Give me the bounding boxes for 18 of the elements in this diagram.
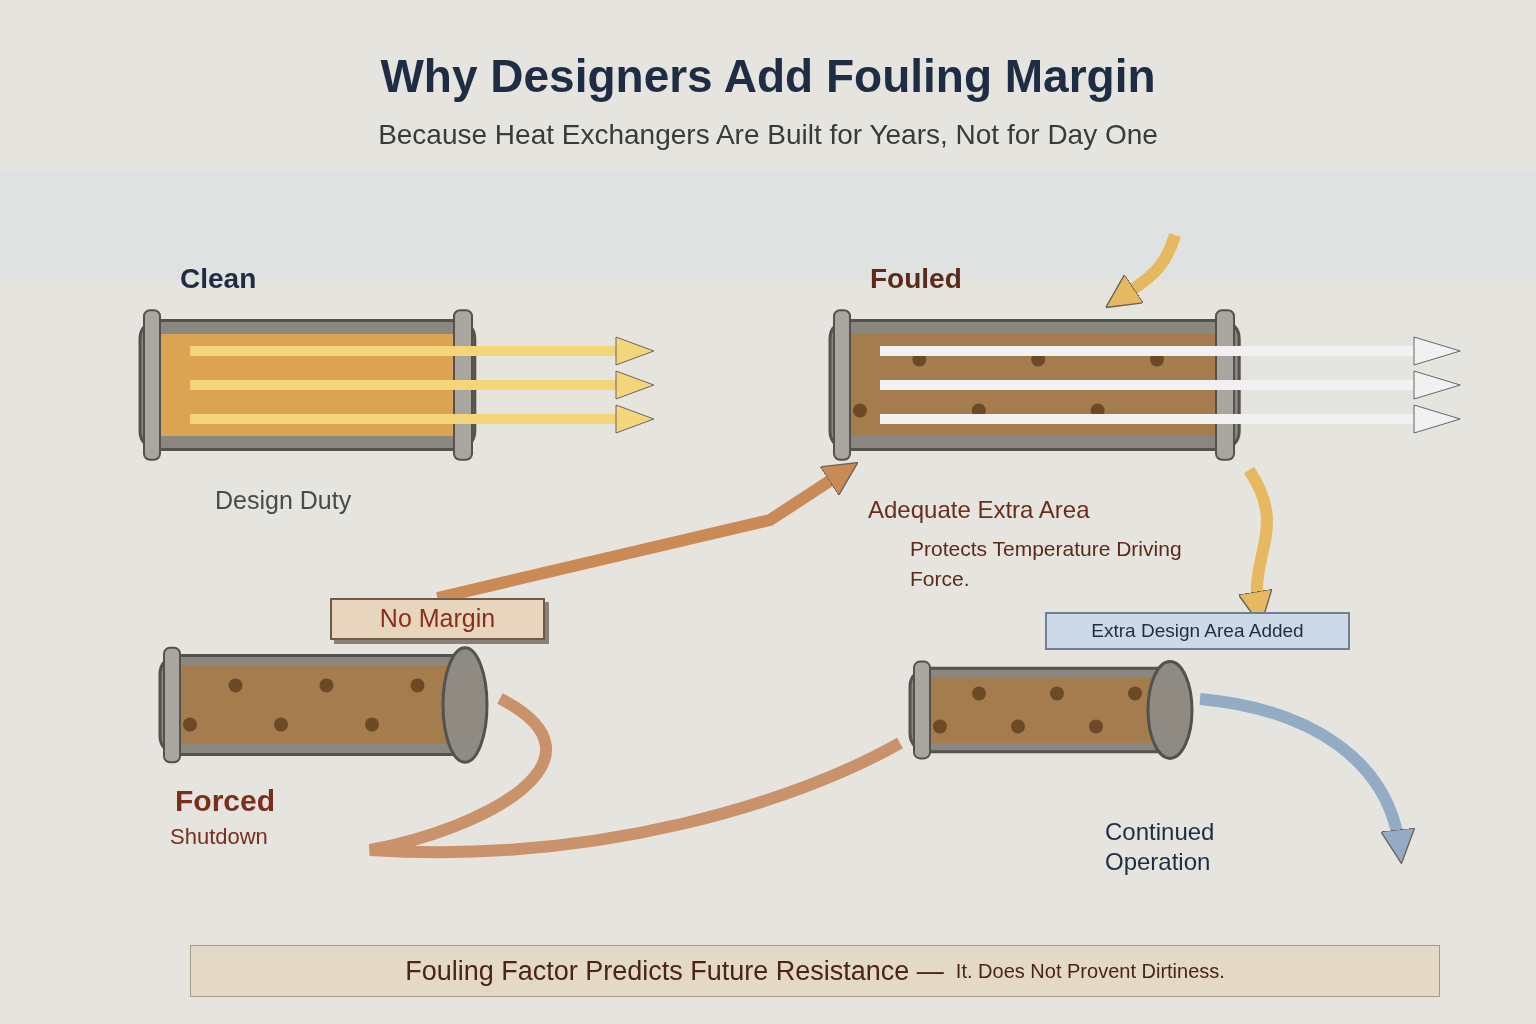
label-tag [1045, 612, 1350, 650]
note-banner [190, 945, 1440, 997]
caption-text: Design Duty [215, 485, 352, 516]
flow-arrow [1199, 693, 1414, 865]
exchanger-label: Forced [175, 783, 276, 819]
tag-text: No Margin [379, 603, 496, 635]
title: Why Designers Add Fouling Margin [379, 49, 1157, 104]
caption-text: Protects Temperature Driving Force. [910, 536, 1183, 592]
exchanger-label: Shutdown [170, 823, 268, 851]
exchanger-label: Continued Operation [1105, 817, 1216, 877]
tag-text: It. Does Not Provent Dirtiness. [955, 959, 1225, 984]
subtitle: Because Heat Exchangers Are Built for Years, Not for Day One [377, 118, 1159, 152]
tag-text: Extra Design Area Added [1091, 618, 1304, 643]
flow-arrow [1105, 233, 1181, 309]
tag-text: Fouling Factor Predicts Future Resistance — [405, 954, 944, 988]
exchanger-label: Clean [180, 262, 257, 296]
caption-text: Adequate Extra Area [868, 495, 1090, 525]
exchanger-label: Fouled [870, 262, 962, 296]
